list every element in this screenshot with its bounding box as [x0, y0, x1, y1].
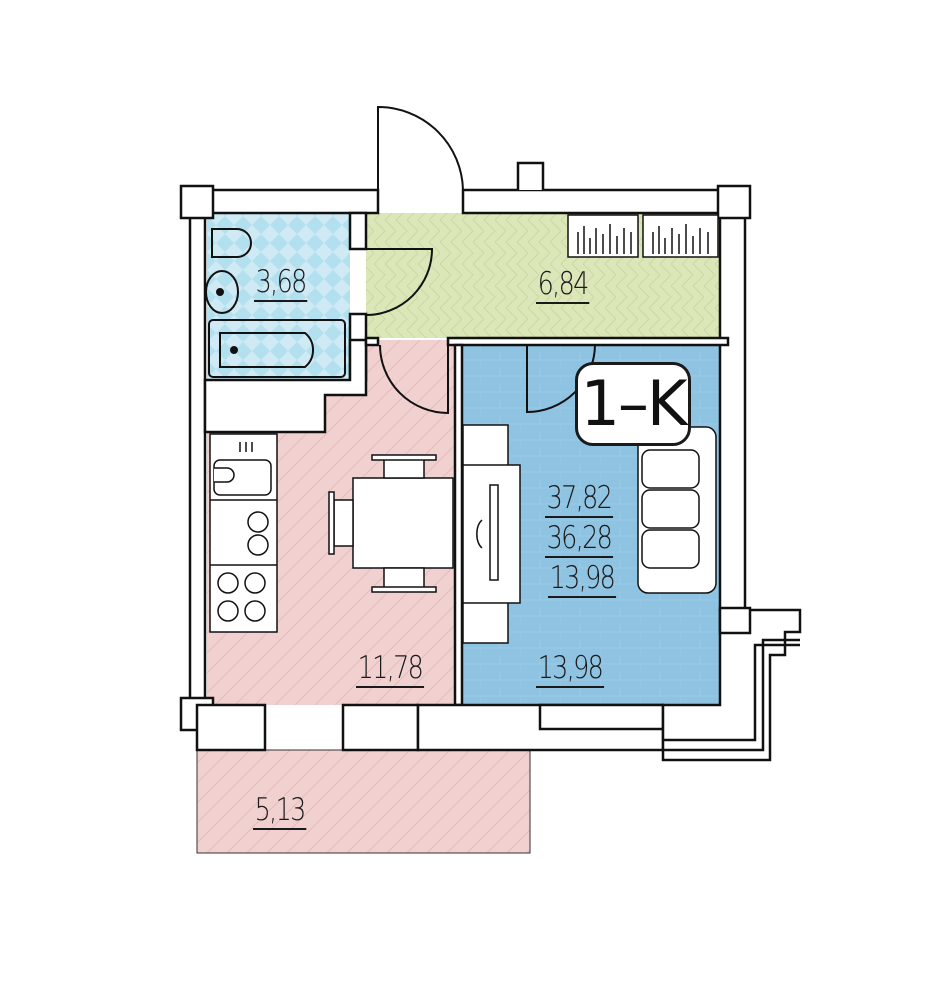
- balcony-floor: [196, 749, 531, 854]
- wall-top-left: [193, 188, 380, 215]
- living-area-label: 13,98: [548, 560, 616, 598]
- wall-top-right: [461, 188, 722, 215]
- living-door: [526, 344, 596, 414]
- toilet-icon: [211, 228, 252, 258]
- entry-door: [377, 105, 464, 191]
- wall-bottom-left: [195, 703, 267, 752]
- window-kitchen: [341, 703, 420, 752]
- bathroom-door: [365, 248, 434, 316]
- wall-bottom-right: [661, 608, 802, 762]
- window-sill: [538, 703, 665, 731]
- wall-top-bump: [516, 161, 545, 190]
- dining-table: [352, 477, 454, 569]
- wall-right: [718, 198, 747, 612]
- sink-icon: [205, 270, 239, 314]
- kitchen-area-label: 11,78: [356, 650, 424, 688]
- kitchen-living-wall: [453, 343, 464, 707]
- living-total-area-label: 36,28: [545, 520, 613, 558]
- bathtub-icon: [208, 319, 346, 378]
- tv-icon: [476, 484, 499, 581]
- bath-wall-bottom: [203, 338, 368, 434]
- hall-wall-bottom: [364, 336, 380, 347]
- total-area-label: 37,82: [545, 480, 613, 518]
- cooktop-burner: [247, 511, 269, 533]
- kitchen-door: [379, 344, 449, 415]
- bathroom-area-label: 3,68: [254, 264, 307, 302]
- living-room-area-label: 13,98: [536, 650, 604, 688]
- shelves-icon: [567, 214, 719, 258]
- bath-wall-right: [348, 211, 368, 251]
- corner-tl: [179, 184, 215, 220]
- hall-wall-bottom-2: [446, 336, 730, 347]
- wall-left: [188, 198, 207, 707]
- corner-tr: [716, 184, 752, 220]
- balcony-area-label: 5,13: [253, 792, 306, 830]
- apartment-type-badge: 1–K: [575, 362, 691, 446]
- hallway-area-label: 6,84: [536, 266, 589, 304]
